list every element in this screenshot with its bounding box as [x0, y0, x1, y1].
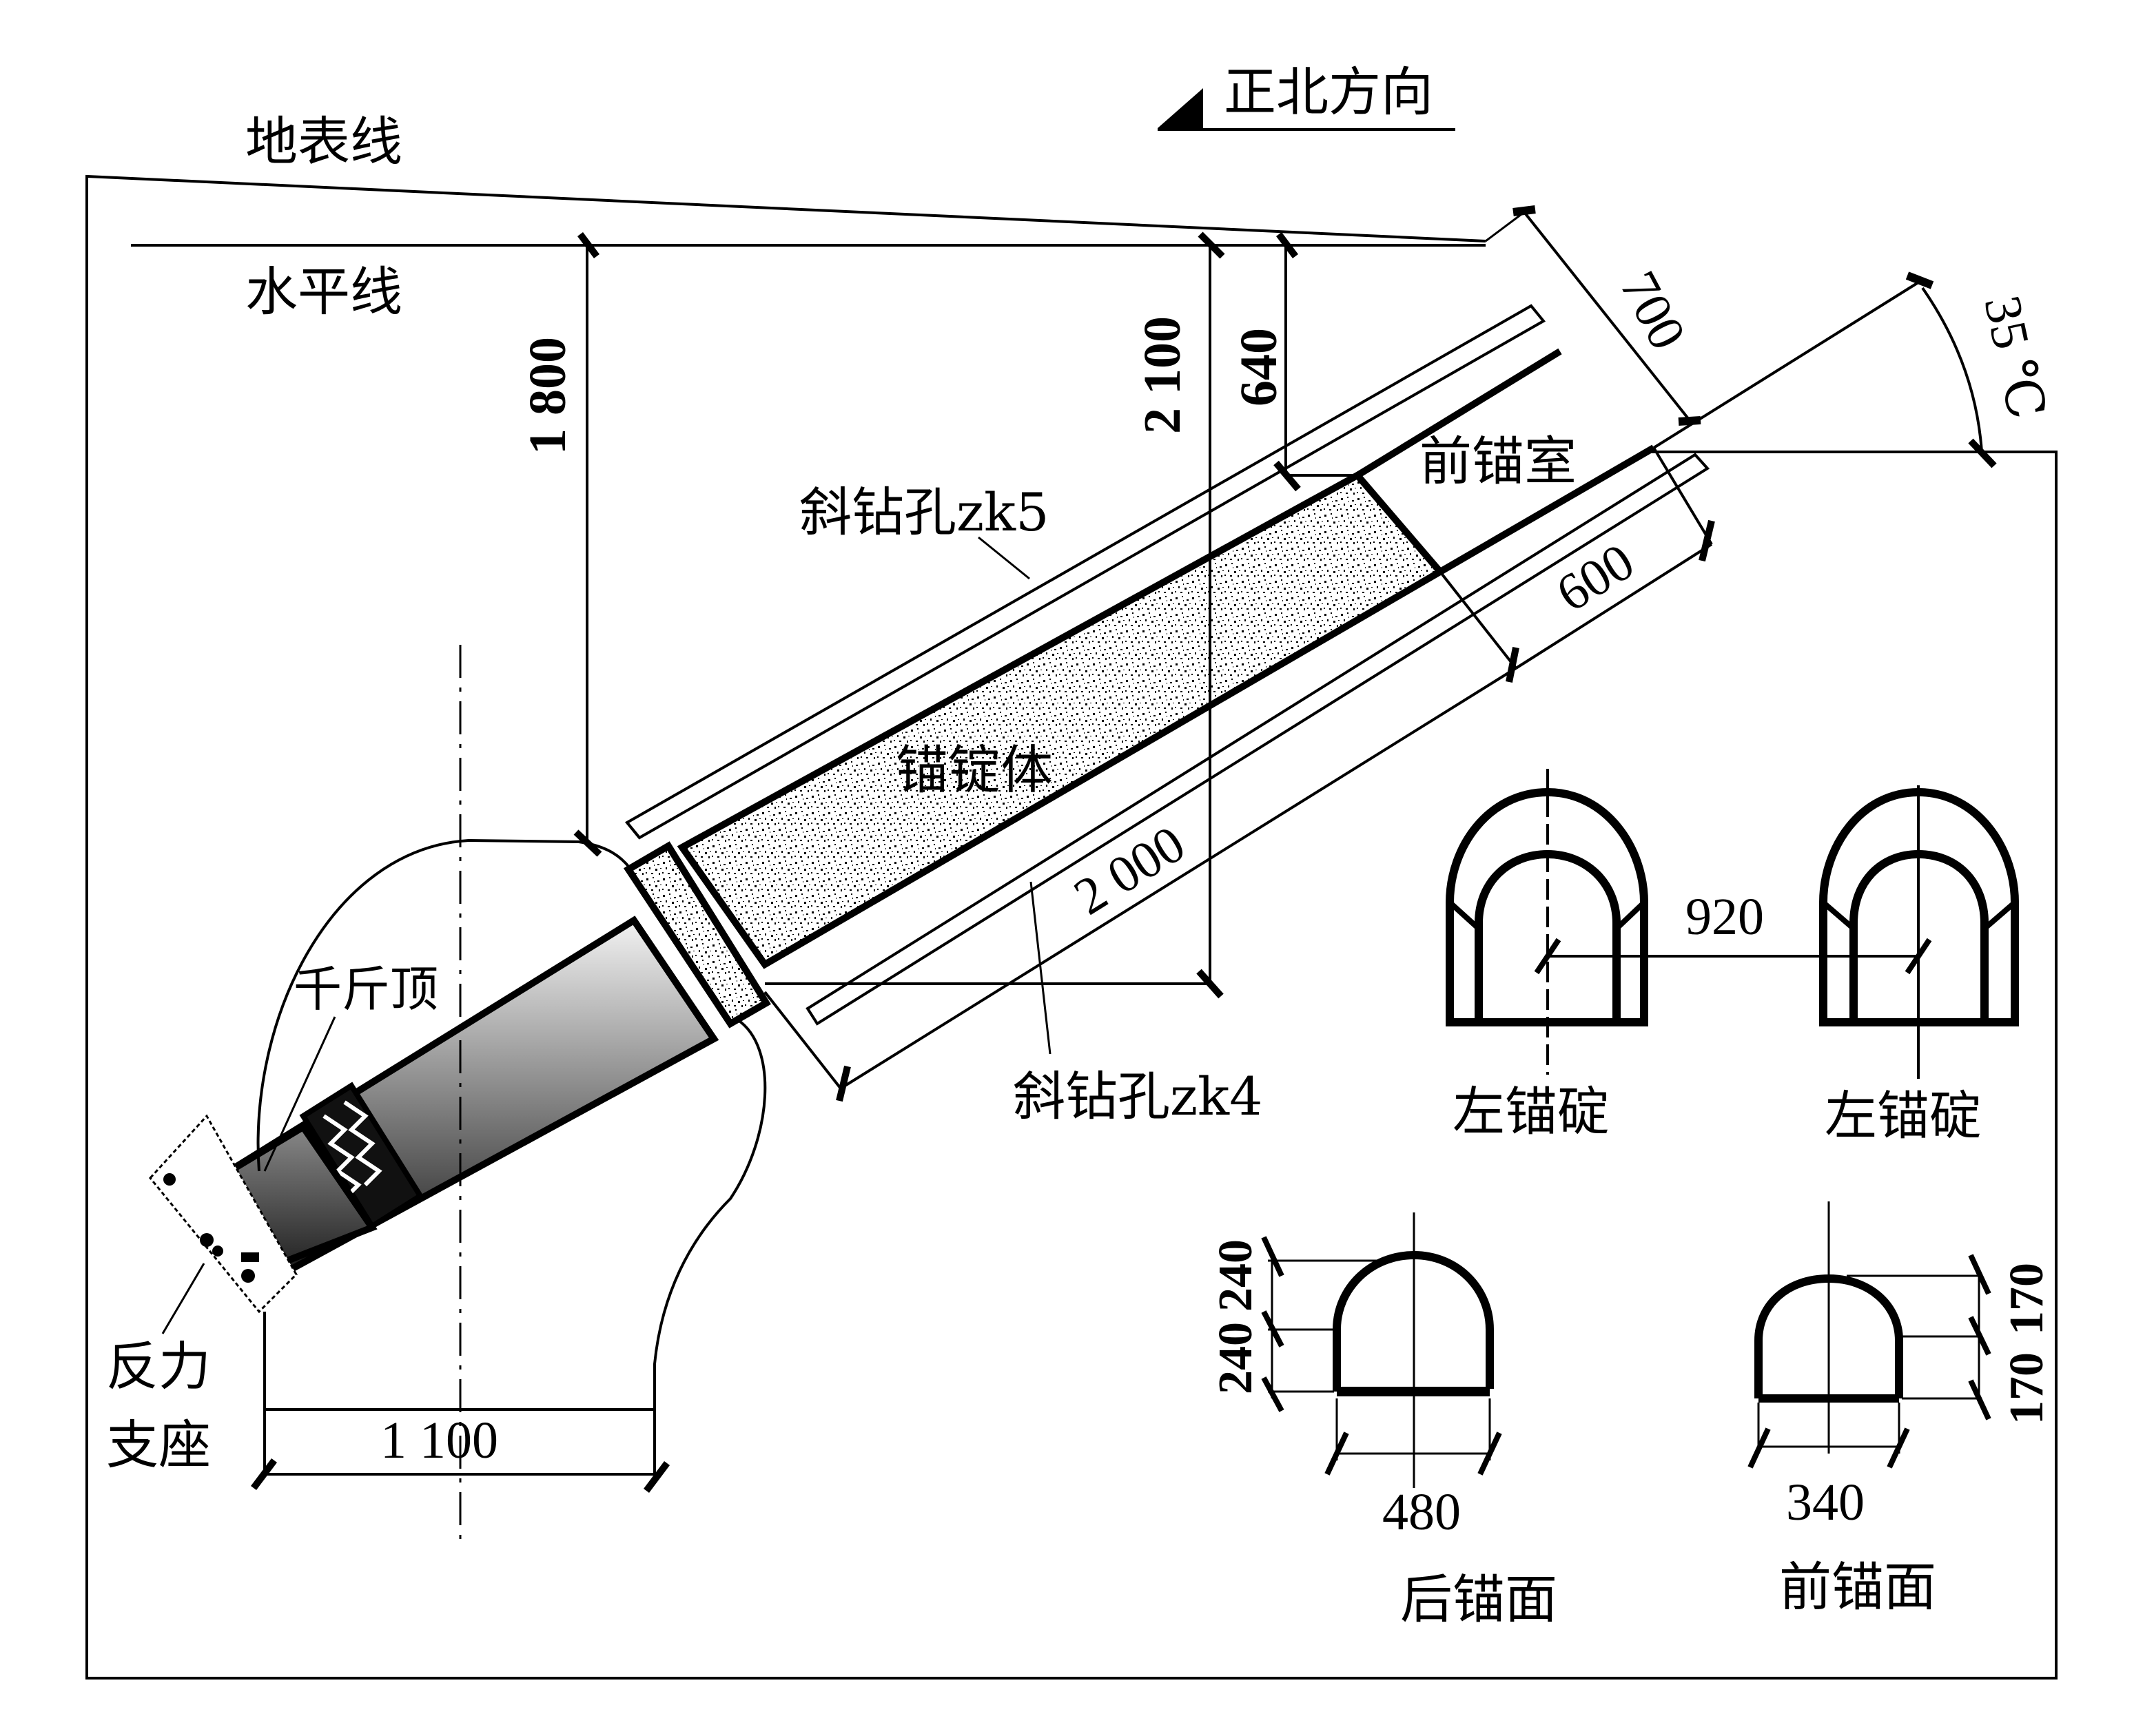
svg-text:1 100: 1 100 — [380, 1412, 498, 1469]
svg-text:240: 240 — [1209, 1322, 1262, 1394]
anchor-plate — [623, 841, 771, 1029]
anchor-body-label: 锚锭体 — [896, 739, 1053, 800]
reaction-support — [149, 1114, 298, 1314]
front-face-label: 前锚面 — [1779, 1556, 1936, 1618]
horizontal-line-label: 水平线 — [245, 261, 402, 322]
jack-label: 千斤顶 — [294, 961, 438, 1017]
left-anchor-label-b: 左锚碇 — [1825, 1085, 1982, 1146]
dim-640: 640 — [1230, 232, 1359, 492]
svg-text:480: 480 — [1382, 1483, 1461, 1541]
anchor-body — [677, 471, 1446, 969]
svg-text:240: 240 — [1209, 1239, 1262, 1312]
anchor-section-right — [1819, 785, 2019, 1079]
dim-angle: 35 ℃ — [1652, 271, 2055, 468]
north-direction-label: 正北方向 — [1224, 61, 1433, 123]
anchor-section-left — [1446, 769, 1648, 1075]
svg-text:340: 340 — [1786, 1474, 1865, 1531]
back-face-label: 后锚面 — [1400, 1569, 1557, 1630]
svg-text:1 800: 1 800 — [519, 337, 577, 455]
front-chamber-label: 前锚室 — [1419, 431, 1577, 492]
svg-text:640: 640 — [1230, 328, 1288, 406]
svg-text:700: 700 — [1609, 262, 1697, 359]
test-pit-outline — [256, 838, 767, 1474]
svg-text:170: 170 — [2000, 1352, 2053, 1425]
zk4-leader — [1029, 881, 1052, 1055]
front-chamber-bottom — [1438, 444, 1656, 575]
back-face-section: 240 240 480 后锚面 — [1209, 1212, 1557, 1630]
front-chamber-top — [1355, 348, 1562, 479]
jack-leader — [263, 1016, 336, 1172]
reaction-support-label-1: 反力 — [106, 1336, 211, 1397]
north-direction-indicator: 正北方向 — [1158, 61, 1455, 131]
dim-1800: 1 800 — [519, 232, 602, 857]
zk5-label: 斜钻孔zk5 — [799, 482, 1049, 543]
dim-2100: 2 100 — [765, 231, 1225, 999]
dim-700: 700 — [1512, 205, 1701, 426]
north-arrow-icon — [1158, 88, 1203, 128]
front-face-section: 170 170 340 前锚面 — [1747, 1201, 2053, 1618]
svg-text:170: 170 — [2000, 1263, 2053, 1335]
dim-920: 920 — [1534, 888, 1932, 975]
svg-text:35 ℃: 35 ℃ — [1973, 291, 2055, 424]
left-anchor-label-a: 左锚碇 — [1453, 1081, 1610, 1142]
borehole-zk4 — [806, 453, 1710, 1026]
dim-1100: 1 100 — [251, 1408, 670, 1493]
zk4-label: 斜钻孔zk4 — [1013, 1066, 1262, 1127]
zk5-leader — [978, 536, 1030, 580]
reaction-support-leader — [161, 1263, 205, 1334]
svg-text:600: 600 — [1546, 533, 1643, 623]
reaction-support-label-2: 支座 — [106, 1414, 211, 1476]
ground-line-label: 地表线 — [245, 111, 402, 172]
ground-profile — [85, 174, 2058, 1680]
svg-text:920: 920 — [1685, 888, 1764, 946]
svg-text:2 100: 2 100 — [1134, 316, 1191, 434]
borehole-zk5 — [624, 304, 1546, 840]
